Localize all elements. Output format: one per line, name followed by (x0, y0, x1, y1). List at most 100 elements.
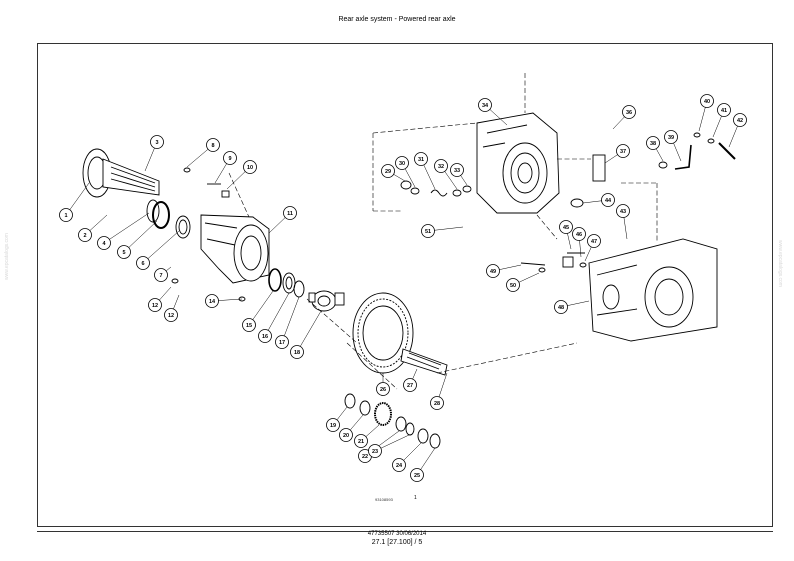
center-housing (476, 112, 560, 214)
part-callout-12: 12 (164, 308, 178, 322)
part-callout-20: 20 (339, 428, 353, 442)
callout-number: 30 (399, 161, 405, 167)
rear-housing (588, 238, 718, 342)
page-title: Rear axle system - Powered rear axle (338, 16, 456, 23)
callout-number: 25 (414, 473, 420, 479)
part-callout-46: 46 (572, 227, 586, 241)
callout-bubble (572, 227, 586, 241)
part-callout-38: 38 (646, 136, 660, 150)
part-callout-32: 32 (434, 159, 448, 173)
leader-line (296, 310, 322, 353)
callout-number: 42 (737, 118, 743, 124)
bearing-15 (268, 268, 282, 292)
part-callout-45: 45 (559, 220, 573, 234)
callout-number: 24 (396, 463, 403, 469)
part-callout-31: 31 (414, 152, 428, 166)
part-callout-23: 23 (368, 444, 382, 458)
callout-number: 47 (591, 239, 597, 245)
callout-bubble (664, 130, 678, 144)
part-callout-11: 11 (283, 206, 297, 220)
callout-number: 18 (294, 350, 300, 356)
callout-number: 21 (358, 439, 364, 445)
part-callout-43: 43 (616, 204, 630, 218)
part-callout-15: 15 (242, 318, 256, 332)
fitting-41 (707, 138, 715, 144)
callout-bubble (258, 329, 272, 343)
part-callout-6: 6 (136, 256, 150, 270)
callout-number: 36 (626, 110, 632, 116)
part-callout-47: 47 (587, 234, 601, 248)
callout-bubble (381, 164, 395, 178)
pinion-gear (308, 290, 345, 312)
callout-number: 29 (385, 169, 391, 175)
bearing-16 (282, 272, 296, 294)
callout-bubble (646, 136, 660, 150)
part-callout-14: 14 (205, 294, 219, 308)
ring-33 (462, 185, 472, 193)
washer-30 (410, 187, 420, 195)
tube-39 (674, 144, 692, 170)
callout-bubble (392, 458, 406, 472)
part-callout-36: 36 (622, 105, 636, 119)
callout-number: 20 (343, 433, 349, 439)
ring-23 (405, 422, 415, 436)
callout-number: 16 (262, 334, 268, 340)
diagram-frame (37, 43, 773, 527)
leader-line (123, 220, 158, 253)
bracket-37 (592, 154, 606, 182)
union-38 (658, 161, 668, 169)
callout-bubble (506, 278, 520, 292)
part-callout-37: 37 (616, 144, 630, 158)
leader-line (142, 230, 180, 264)
callout-number: 26 (380, 387, 386, 393)
callout-number: 38 (650, 141, 656, 147)
part-callout-1: 1 (59, 208, 73, 222)
callout-bubble (554, 300, 568, 314)
part-callout-24: 24 (392, 458, 406, 472)
part-callout-39: 39 (664, 130, 678, 144)
bearing-6 (175, 215, 191, 239)
callout-number: 14 (209, 299, 216, 305)
callout-number: 37 (620, 149, 626, 155)
callout-number: 43 (620, 209, 626, 215)
pipe-42 (718, 142, 736, 160)
ring-24 (417, 428, 429, 444)
callout-number: 22 (362, 454, 368, 460)
callout-number: 1 (64, 213, 67, 219)
leader-line (264, 292, 290, 337)
callout-bubble (97, 236, 111, 250)
callout-bubble (206, 138, 220, 152)
callout-bubble (59, 208, 73, 222)
callout-bubble (410, 468, 424, 482)
callout-bubble (622, 105, 636, 119)
callout-number: 23 (372, 449, 378, 455)
callout-bubble (290, 345, 304, 359)
callout-number: 7 (159, 273, 162, 279)
gear-21 (374, 402, 392, 426)
part-callout-18: 18 (290, 345, 304, 359)
callout-number: 51 (425, 229, 431, 235)
callout-bubble (354, 434, 368, 448)
part-callout-51: 51 (421, 224, 435, 238)
callout-number: 50 (510, 283, 516, 289)
part-callout-28: 28 (430, 396, 444, 410)
callout-number: 39 (668, 135, 674, 141)
callout-bubble (368, 444, 382, 458)
callout-bubble (717, 103, 731, 117)
part-callout-30: 30 (395, 156, 409, 170)
part-callout-5: 5 (117, 245, 131, 259)
part-callout-7: 7 (154, 268, 168, 282)
callout-number: 41 (721, 108, 727, 114)
callout-number: 5 (122, 250, 125, 256)
part-callout-19: 19 (326, 418, 340, 432)
callout-bubble (430, 396, 444, 410)
part-callout-16: 16 (258, 329, 272, 343)
callout-bubble (205, 294, 219, 308)
callout-bubble (587, 234, 601, 248)
part-callout-44: 44 (601, 193, 615, 207)
callout-number: 46 (576, 232, 582, 238)
part-drawings (82, 112, 736, 449)
callout-bubble (403, 378, 417, 392)
callout-bubble (243, 160, 257, 174)
callout-bubble (414, 152, 428, 166)
